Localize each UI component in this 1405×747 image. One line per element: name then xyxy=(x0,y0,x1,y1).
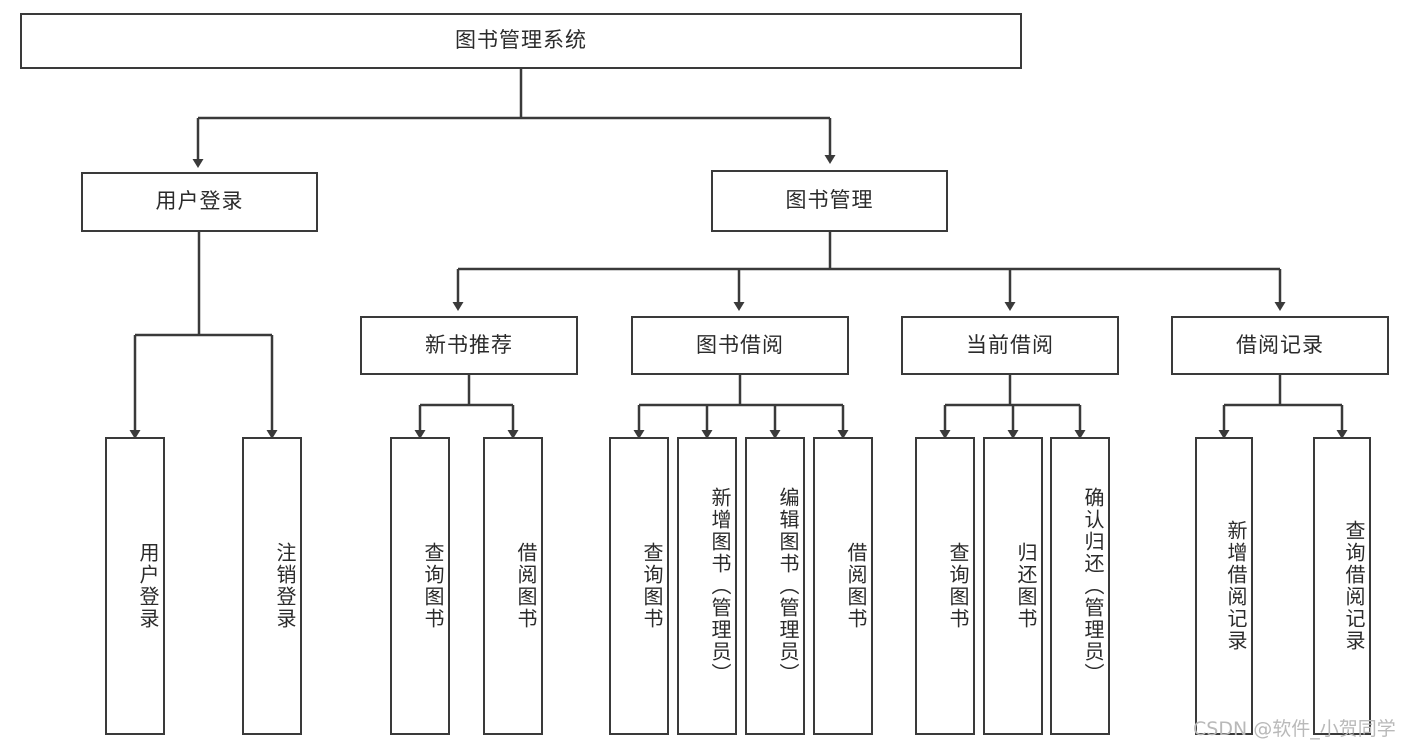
node-leaf-borrow-book-2[interactable]: 借阅图书 xyxy=(813,437,873,735)
node-leaf-query-book-3[interactable]: 查询图书 xyxy=(915,437,975,735)
node-user-login[interactable]: 用户登录 xyxy=(81,172,318,232)
node-leaf-add-book-label: 新增图书（管理员） xyxy=(708,487,732,685)
node-leaf-confirm-return[interactable]: 确认归还（管理员） xyxy=(1050,437,1110,735)
node-leaf-logout-login[interactable]: 注销登录 xyxy=(242,437,302,735)
node-leaf-add-book[interactable]: 新增图书（管理员） xyxy=(677,437,737,735)
node-new-book-recommend[interactable]: 新书推荐 xyxy=(360,316,578,375)
node-leaf-edit-book-label: 编辑图书（管理员） xyxy=(776,487,800,685)
node-leaf-return-book-label: 归还图书 xyxy=(1014,542,1038,630)
node-book-borrow-label: 图书借阅 xyxy=(696,332,784,357)
node-borrow-record[interactable]: 借阅记录 xyxy=(1171,316,1389,375)
node-leaf-query-book-2-label: 查询图书 xyxy=(640,542,664,630)
node-leaf-query-book-1-label: 查询图书 xyxy=(421,542,445,630)
node-book-borrow[interactable]: 图书借阅 xyxy=(631,316,849,375)
watermark-text: CSDN @软件_小贺同学 xyxy=(1193,718,1396,740)
node-leaf-edit-book[interactable]: 编辑图书（管理员） xyxy=(745,437,805,735)
node-leaf-return-book[interactable]: 归还图书 xyxy=(983,437,1043,735)
node-root-label: 图书管理系统 xyxy=(455,28,587,53)
node-leaf-query-book-2[interactable]: 查询图书 xyxy=(609,437,669,735)
node-new-book-recommend-label: 新书推荐 xyxy=(425,332,513,357)
node-book-manage[interactable]: 图书管理 xyxy=(711,170,948,232)
node-root[interactable]: 图书管理系统 xyxy=(20,13,1022,69)
node-leaf-user-login-label: 用户登录 xyxy=(136,542,160,630)
node-leaf-logout-login-label: 注销登录 xyxy=(273,542,297,630)
node-leaf-add-record[interactable]: 新增借阅记录 xyxy=(1195,437,1253,735)
node-leaf-borrow-book-2-label: 借阅图书 xyxy=(844,542,868,630)
node-leaf-query-book-3-label: 查询图书 xyxy=(946,542,970,630)
node-current-borrow[interactable]: 当前借阅 xyxy=(901,316,1119,375)
node-current-borrow-label: 当前借阅 xyxy=(966,332,1054,357)
node-leaf-add-record-label: 新增借阅记录 xyxy=(1224,520,1248,652)
node-user-login-label: 用户登录 xyxy=(155,189,244,214)
node-leaf-user-login[interactable]: 用户登录 xyxy=(105,437,165,735)
node-leaf-query-book-1[interactable]: 查询图书 xyxy=(390,437,450,735)
node-leaf-confirm-return-label: 确认归还（管理员） xyxy=(1081,487,1105,685)
node-leaf-query-record[interactable]: 查询借阅记录 xyxy=(1313,437,1371,735)
node-leaf-borrow-book-1[interactable]: 借阅图书 xyxy=(483,437,543,735)
node-leaf-query-record-label: 查询借阅记录 xyxy=(1342,520,1366,652)
node-borrow-record-label: 借阅记录 xyxy=(1236,332,1324,357)
node-book-manage-label: 图书管理 xyxy=(785,188,874,213)
node-leaf-borrow-book-1-label: 借阅图书 xyxy=(514,542,538,630)
